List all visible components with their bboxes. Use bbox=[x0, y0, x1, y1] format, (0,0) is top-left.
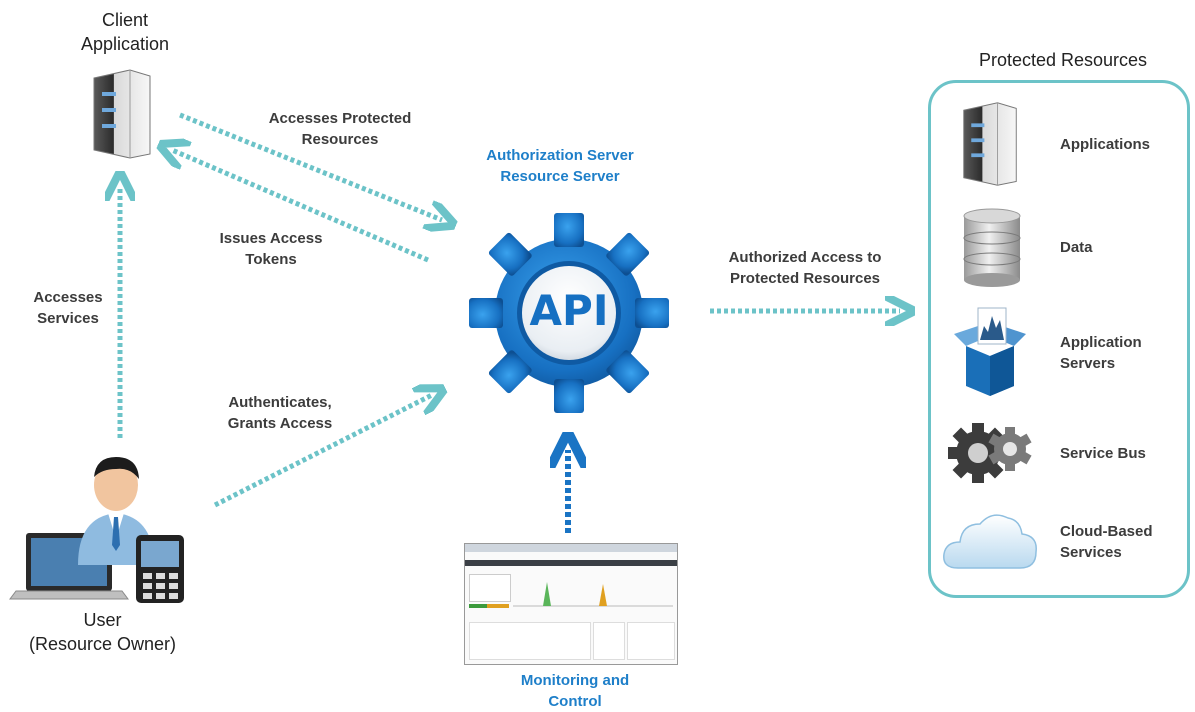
database-icon bbox=[963, 208, 1021, 287]
client-title-line2: Application bbox=[80, 34, 170, 54]
resource-application-servers-line2: Servers bbox=[1060, 355, 1116, 372]
resource-application-servers-label: Application Servers bbox=[1060, 332, 1142, 374]
server-icon bbox=[93, 69, 151, 159]
screenshot-table bbox=[469, 622, 591, 660]
api-gear-label: API bbox=[529, 286, 609, 335]
authorization-server-title: Authorization Server Resource Server bbox=[460, 145, 660, 187]
screenshot-nav bbox=[465, 560, 677, 566]
cloud-icon bbox=[943, 514, 1037, 569]
label-authorized-line2: Protected Resources bbox=[729, 270, 881, 287]
label-accesses-protected-line2: Resources bbox=[301, 131, 379, 148]
screenshot-bar bbox=[469, 604, 509, 608]
resource-service-bus-line1: Service Bus bbox=[1060, 445, 1146, 462]
label-authenticates-line2: Grants Access bbox=[227, 415, 333, 432]
label-authenticates: Authenticates, Grants Access bbox=[205, 392, 355, 434]
resource-applications-line1: Applications bbox=[1060, 136, 1151, 153]
api-gear-icon bbox=[469, 213, 669, 413]
resource-data-line1: Data bbox=[1060, 239, 1093, 256]
resource-data-label: Data bbox=[1060, 237, 1093, 258]
resource-cloud-line2: Services bbox=[1060, 544, 1122, 561]
client-application-title: Client Application bbox=[55, 8, 195, 56]
monitoring-title: Monitoring and Control bbox=[490, 670, 660, 712]
label-authenticates-line1: Authenticates, bbox=[228, 394, 332, 411]
label-issues-tokens-line2: Tokens bbox=[245, 251, 297, 268]
resource-service-bus-label: Service Bus bbox=[1060, 443, 1146, 464]
label-accesses-services-line1: Accesses bbox=[33, 289, 103, 306]
screenshot-titlebar bbox=[465, 544, 677, 552]
client-title-line1: Client bbox=[101, 10, 149, 30]
monitoring-title-line2: Control bbox=[548, 693, 602, 710]
protected-resources-title: Protected Resources bbox=[978, 50, 1148, 70]
screenshot-panel bbox=[469, 574, 511, 602]
monitoring-title-line1: Monitoring and bbox=[520, 672, 630, 689]
protected-resources-box bbox=[928, 80, 1190, 598]
user-title-line1: User bbox=[83, 610, 122, 630]
label-authorized-line1: Authorized Access to bbox=[728, 249, 882, 266]
monitoring-screenshot bbox=[464, 543, 678, 665]
resource-application-servers-line1: Application bbox=[1060, 334, 1142, 351]
arrow-authenticates bbox=[213, 395, 432, 508]
label-issues-tokens-line1: Issues Access bbox=[219, 230, 323, 247]
arrow-accesses-protected bbox=[179, 112, 442, 220]
applications-server-icon bbox=[963, 102, 1017, 186]
label-issues-tokens: Issues Access Tokens bbox=[196, 228, 346, 270]
service-bus-gears-icon bbox=[948, 423, 1032, 483]
resource-cloud-line1: Cloud-Based bbox=[1060, 523, 1153, 540]
screenshot-chart bbox=[513, 582, 673, 607]
arrow-issues-tokens bbox=[172, 150, 429, 263]
label-accesses-protected-line1: Accesses Protected bbox=[268, 110, 412, 127]
screenshot-side2 bbox=[627, 622, 675, 660]
application-box-icon bbox=[954, 307, 1026, 396]
resource-applications-label: Applications bbox=[1060, 134, 1150, 155]
screenshot-side bbox=[593, 622, 625, 660]
screenshot-bar-green bbox=[469, 604, 487, 608]
user-devices-icon bbox=[9, 457, 184, 603]
user-title-line2: (Resource Owner) bbox=[28, 634, 177, 654]
user-title: User (Resource Owner) bbox=[0, 608, 205, 656]
server-title-line2: Resource Server bbox=[500, 168, 620, 185]
server-title-line1: Authorization Server bbox=[486, 147, 634, 164]
label-authorized-access: Authorized Access to Protected Resources bbox=[700, 247, 910, 289]
label-accesses-services: Accesses Services bbox=[18, 287, 118, 329]
resource-cloud-label: Cloud-Based Services bbox=[1060, 521, 1153, 563]
label-accesses-protected: Accesses Protected Resources bbox=[240, 108, 440, 150]
label-accesses-services-line2: Services bbox=[37, 310, 99, 327]
